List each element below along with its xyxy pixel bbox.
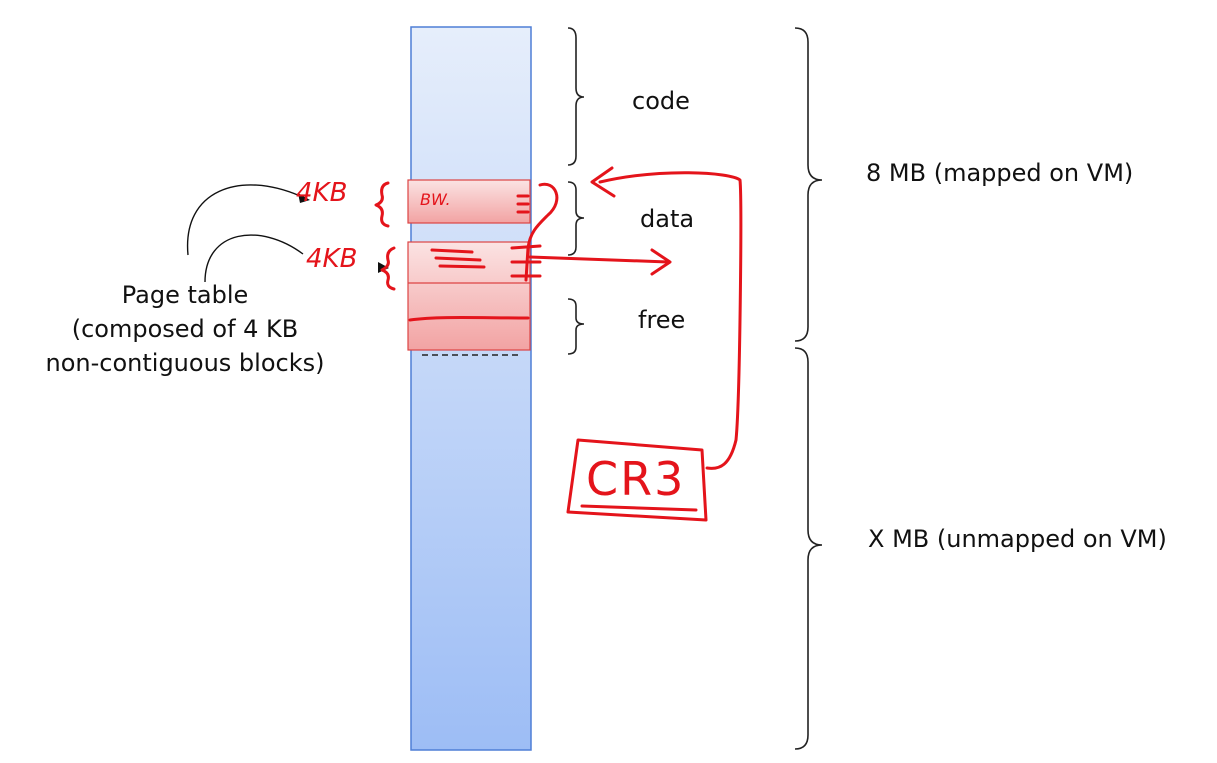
pointer-arrowhead-1 — [298, 193, 310, 203]
red-scribble-1 — [430, 248, 486, 269]
page-table-pointer-2 — [204, 234, 304, 283]
red-loop — [524, 182, 559, 282]
region-label-free: free — [638, 306, 686, 334]
code-brace — [567, 27, 585, 166]
red-dots-block1 — [516, 194, 530, 214]
red-brace-2 — [380, 246, 396, 291]
region-label-code: code — [632, 87, 690, 115]
mapped-size-brace — [794, 27, 823, 342]
page-table-caption: Page table (composed of 4 KB non-contigu… — [0, 278, 370, 380]
page-table-caption-line3: non-contiguous blocks) — [45, 349, 325, 377]
handwritten-entry-label: BW. — [420, 190, 451, 209]
page-table-block-1 — [407, 179, 531, 224]
red-brace-1 — [374, 181, 390, 228]
red-cr3-arrowhead — [590, 166, 616, 198]
handwritten-4kb-label-1: 4KB — [296, 178, 348, 208]
red-tick-marks — [510, 244, 542, 278]
red-cr3-pointer — [598, 171, 743, 470]
unmapped-size-brace — [794, 347, 823, 750]
page-table-caption-line1: Page table — [121, 281, 249, 309]
data-brace — [567, 181, 585, 256]
page-table-caption-line2: (composed of 4 KB — [71, 315, 299, 343]
region-label-data: data — [640, 205, 695, 233]
mapped-size-label: 8 MB (mapped on VM) — [866, 159, 1134, 187]
page-table-pointer-1 — [186, 184, 301, 256]
physical-memory-column — [410, 26, 532, 751]
red-cr3-box — [566, 438, 708, 522]
red-underline-block2 — [408, 316, 530, 322]
red-arrow-right-head — [650, 248, 672, 276]
handwritten-4kb-label-2: 4KB — [306, 244, 358, 274]
cr3-register-label: CR3 — [586, 452, 686, 506]
red-arrow-right — [528, 255, 670, 264]
handwritten-annotations — [374, 166, 743, 522]
red-cr3-underline — [580, 504, 698, 512]
unmapped-size-label: X MB (unmapped on VM) — [868, 525, 1167, 553]
free-brace — [567, 298, 585, 355]
